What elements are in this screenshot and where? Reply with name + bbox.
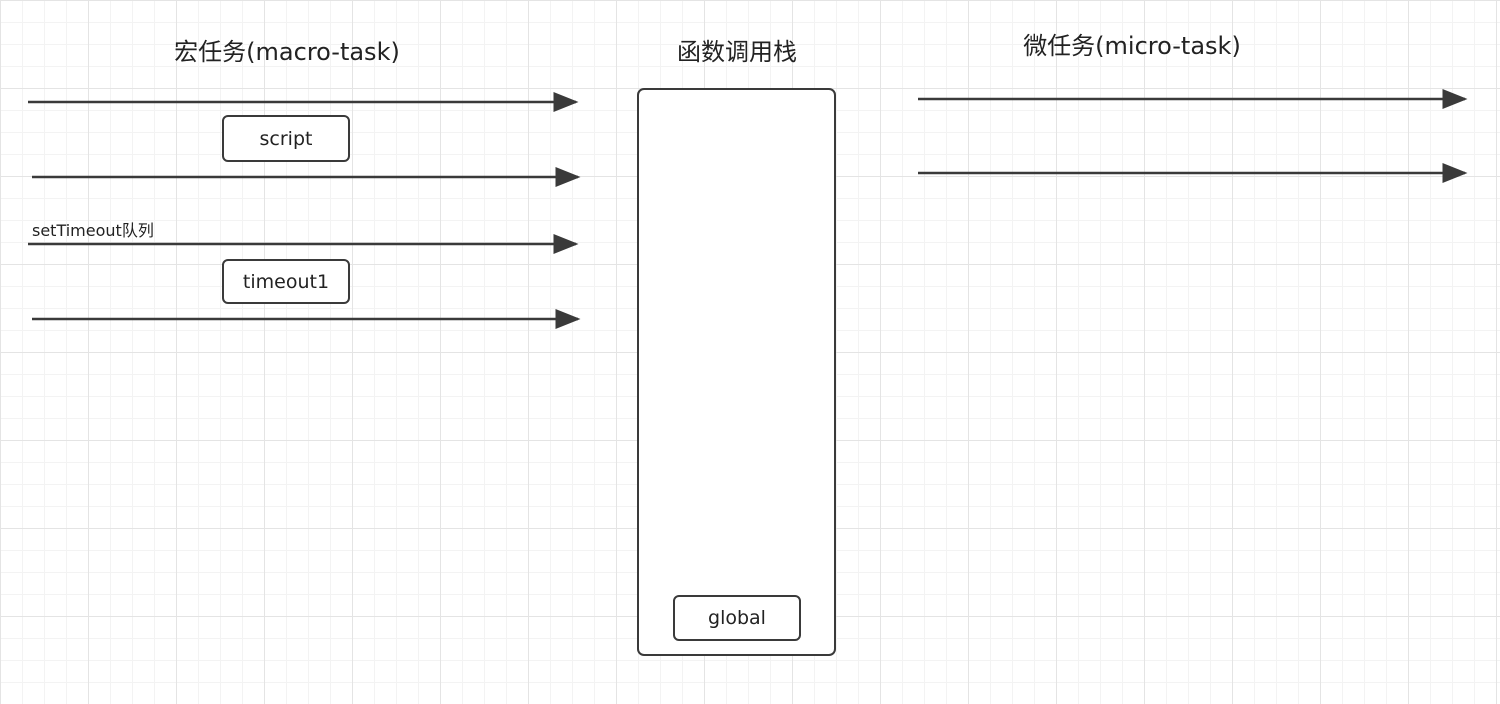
task-script-label: script: [259, 127, 313, 150]
micro-task-title: 微任务(micro-task): [1023, 32, 1241, 60]
call-stack-title: 函数调用栈: [677, 38, 797, 66]
macro-task-title: 宏任务(macro-task): [174, 38, 400, 66]
stack-frame-global: global: [673, 595, 801, 641]
task-timeout1: timeout1: [222, 259, 350, 304]
call-stack: [637, 88, 836, 656]
task-script: script: [222, 115, 350, 162]
stack-frame-global-label: global: [708, 607, 766, 629]
task-timeout1-label: timeout1: [242, 270, 330, 293]
settimeout-queue-label: setTimeout队列: [32, 221, 154, 240]
